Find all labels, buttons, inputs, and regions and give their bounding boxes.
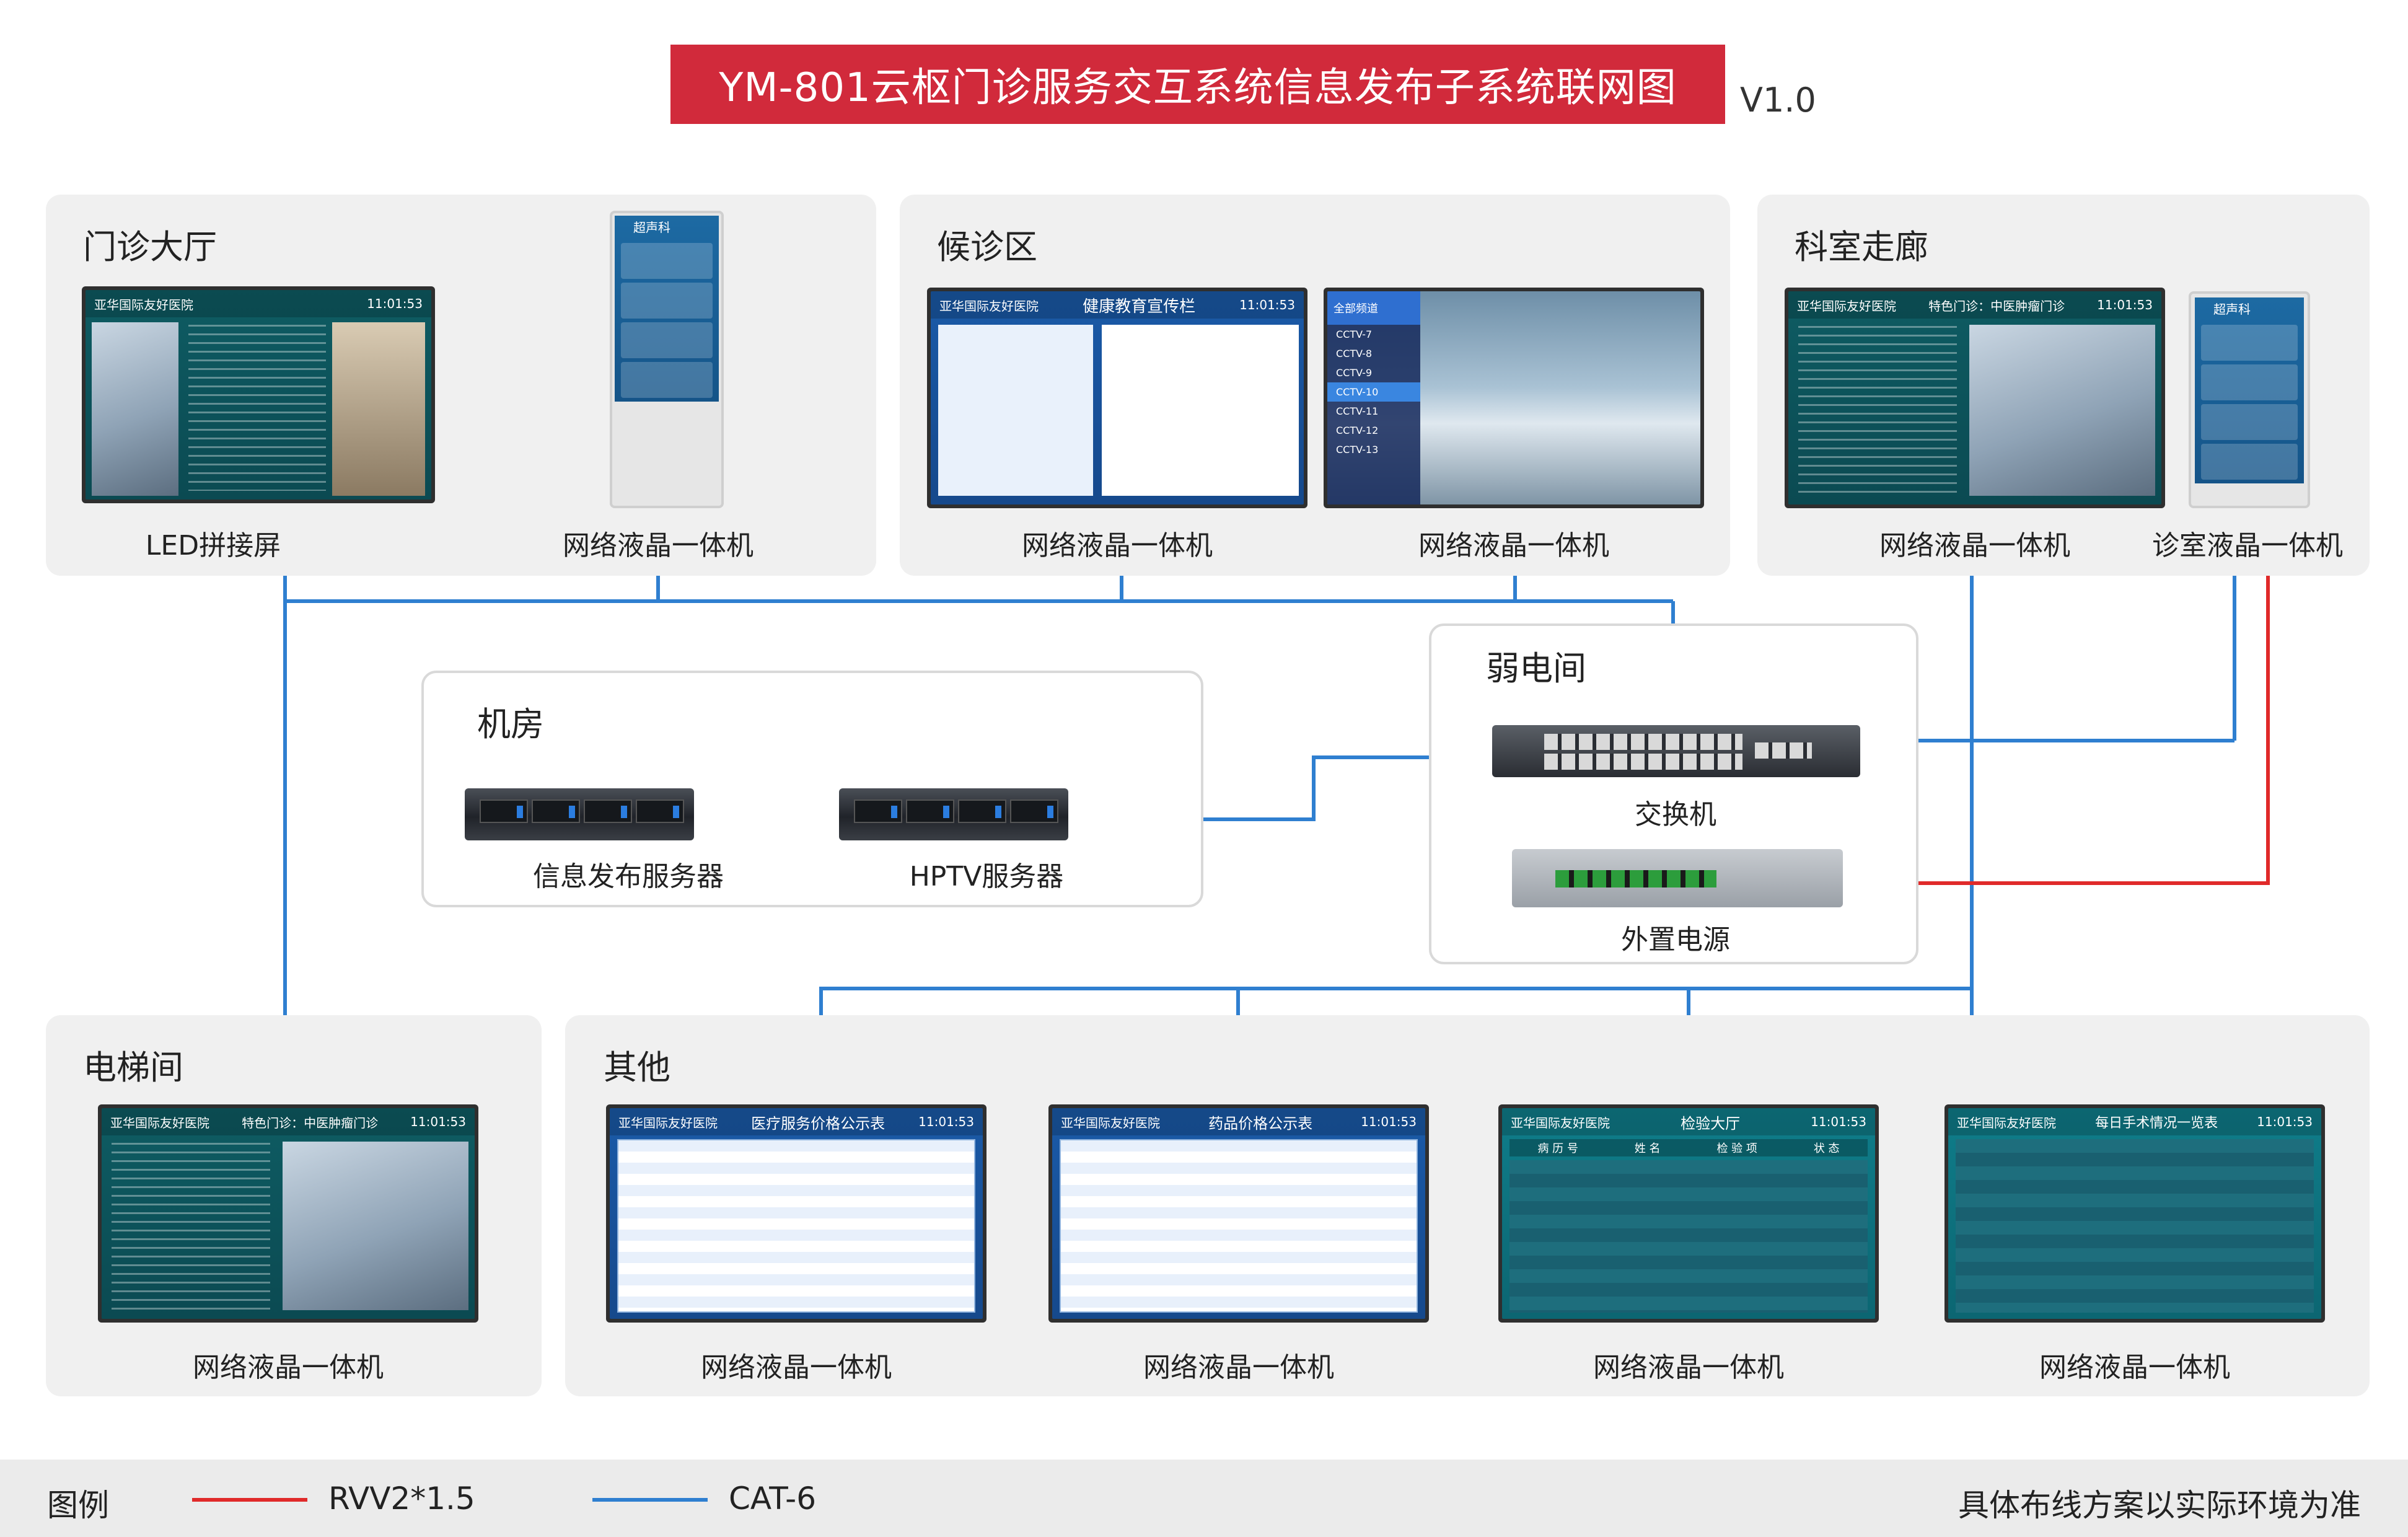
channel-all[interactable]: 全部频道 [1327,291,1420,325]
health-edu-screen: 亚华国际友好医院 健康教育宣传栏 11:01:53 [927,288,1307,508]
legend-cat6-swatch [592,1498,708,1502]
hospital-name: 亚华国际友好医院 [1957,1115,2056,1130]
hospital-name: 亚华国际友好医院 [1061,1115,1160,1130]
legend-rvv-swatch [192,1498,307,1502]
legend-rvv-label: RVV2*1.5 [328,1481,475,1517]
channel-item[interactable]: CCTV-8 [1336,348,1373,359]
caption-hptv-server: HPTV服务器 [909,861,1064,892]
hptv-screen: 全部频道 CCTV-7 CCTV-8 CCTV-9 CCTV-10 CCTV-1… [1324,288,1704,508]
caption-switch: 交换机 [1635,799,1716,830]
screen-title: 每日手术情况一览表 [2095,1116,2218,1131]
publish-server [465,788,694,840]
legend-note: 具体布线方案以实际环境为准 [1958,1487,2361,1523]
diagram-title: YM-801云枢门诊服务交互系统信息发布子系统联网图 [670,45,1725,124]
zone-title: 门诊大厅 [83,227,217,266]
external-psu [1512,849,1843,907]
zone-title: 机房 [477,705,544,744]
caption-elevator: 网络液晶一体机 [193,1352,384,1383]
caption-other-2: 网络液晶一体机 [1143,1352,1334,1383]
hospital-name: 亚华国际友好医院 [939,298,1039,314]
elevator-screen: 亚华国际友好医院 特色门诊：中医肿瘤门诊 11:01:53 [98,1104,478,1323]
surgery-screen: 亚华国际友好医院 每日手术情况一览表 11:01:53 [1944,1104,2325,1323]
hptv-server [839,788,1068,840]
legend-label: 图例 [47,1487,109,1523]
caption-waiting-2: 网络液晶一体机 [1418,530,1609,562]
lab-col-status: 状 态 [1813,1142,1840,1155]
lab-col-item: 检 验 项 [1716,1142,1757,1155]
caption-corridor-1: 网络液晶一体机 [1879,530,2070,562]
rvv-power-line [1893,570,2270,885]
lab-col-id: 病 历 号 [1537,1142,1578,1155]
hospital-name: 亚华国际友好医院 [618,1115,718,1130]
channel-item[interactable]: CCTV-9 [1336,367,1373,379]
clinic-screen: 亚华国际友好医院 特色门诊：中医肿瘤门诊 11:01:53 [1785,288,2165,508]
screen-title: 检验大厅 [1681,1114,1741,1132]
screen-time: 11:01:53 [367,296,423,311]
lab-col-name: 姓 名 [1634,1142,1661,1155]
channel-item[interactable]: CCTV-13 [1336,444,1379,456]
screen-time: 11:01:53 [1811,1114,1866,1129]
zone-dept-corridor: 科室走廊 亚华国际友好医院 特色门诊：中医肿瘤门诊 11:01:53 网络液晶一体机… [1757,195,2370,576]
screen-time: 11:01:53 [918,1114,974,1129]
zone-title: 其他 [604,1048,670,1087]
zone-outpatient-hall: 门诊大厅 亚华国际友好医院 11:01:53 LED拼接屏 超声科 网络液晶一体机 [46,195,876,576]
caption-publish-server: 信息发布服务器 [533,861,724,892]
kiosk-header: 超声科 [2213,301,2251,317]
caption-other-1: 网络液晶一体机 [701,1352,892,1383]
caption-corridor-2: 诊室液晶一体机 [2152,530,2343,562]
caption-other-3: 网络液晶一体机 [1593,1352,1784,1383]
channel-item[interactable]: CCTV-11 [1336,405,1379,417]
screen-title: 药品价格公示表 [1208,1114,1313,1132]
hospital-name: 亚华国际友好医院 [94,297,193,312]
screen-time: 11:01:53 [1239,297,1295,312]
zone-machine-room: 机房 信息发布服务器 HPTV服务器 [421,671,1203,907]
zone-title: 弱电间 [1486,649,1586,688]
kiosk-terminal: 超声科 [610,211,724,508]
room-terminal: 超声科 [2189,291,2310,508]
cat6-servers-to-switch [1187,755,1451,821]
service-price-screen: 亚华国际友好医院 医疗服务价格公示表 11:01:53 [606,1104,986,1323]
screen-time: 11:01:53 [2097,297,2153,312]
screen-title: 特色门诊：中医肿瘤门诊 [242,1115,379,1130]
screen-title: 健康教育宣传栏 [1083,297,1196,316]
screen-time: 11:01:53 [410,1114,466,1129]
channel-item[interactable]: CCTV-10 [1327,382,1420,402]
screen-title: 特色门诊：中医肿瘤门诊 [1928,298,2065,314]
caption-waiting-1: 网络液晶一体机 [1022,530,1213,562]
caption-kiosk: 网络液晶一体机 [563,530,754,562]
screen-title: 医疗服务价格公示表 [751,1114,885,1132]
network-switch [1492,725,1860,777]
hospital-name: 亚华国际友好医院 [110,1115,209,1130]
screen-time: 11:01:53 [2257,1114,2313,1129]
lab-hall-screen: 亚华国际友好医院 检验大厅 11:01:53 病 历 号 姓 名 检 验 项 状 态 [1498,1104,1879,1323]
caption-psu: 外置电源 [1621,924,1730,956]
zone-title: 电梯间 [83,1048,183,1087]
caption-other-4: 网络液晶一体机 [2039,1352,2230,1383]
legend-cat6-label: CAT-6 [729,1481,817,1517]
channel-item[interactable]: CCTV-7 [1336,328,1373,340]
zone-title: 候诊区 [937,227,1037,266]
caption-led-wall: LED拼接屏 [145,530,281,562]
drug-price-screen: 亚华国际友好医院 药品价格公示表 11:01:53 [1048,1104,1429,1323]
zone-title: 科室走廊 [1795,227,1928,266]
led-wall-screen: 亚华国际友好医院 11:01:53 [82,286,435,503]
zone-elevator: 电梯间 亚华国际友好医院 特色门诊：中医肿瘤门诊 11:01:53 网络液晶一体机 [46,1015,542,1396]
zone-weak-room: 弱电间 交换机 外置电源 [1429,623,1918,964]
kiosk-header: 超声科 [633,219,670,235]
channel-item[interactable]: CCTV-12 [1336,425,1379,436]
zone-others: 其他 亚华国际友好医院 医疗服务价格公示表 11:01:53 网络液晶一体机 亚华国… [565,1015,2370,1396]
zone-waiting-area: 候诊区 亚华国际友好医院 健康教育宣传栏 11:01:53 网络液晶一体机 全部频道… [900,195,1730,576]
screen-time: 11:01:53 [1361,1114,1417,1129]
version-label: V1.0 [1740,81,1816,120]
hospital-name: 亚华国际友好医院 [1511,1115,1610,1130]
hospital-name: 亚华国际友好医院 [1797,298,1896,314]
legend-bar: 图例 RVV2*1.5 CAT-6 具体布线方案以实际环境为准 [0,1460,2408,1537]
